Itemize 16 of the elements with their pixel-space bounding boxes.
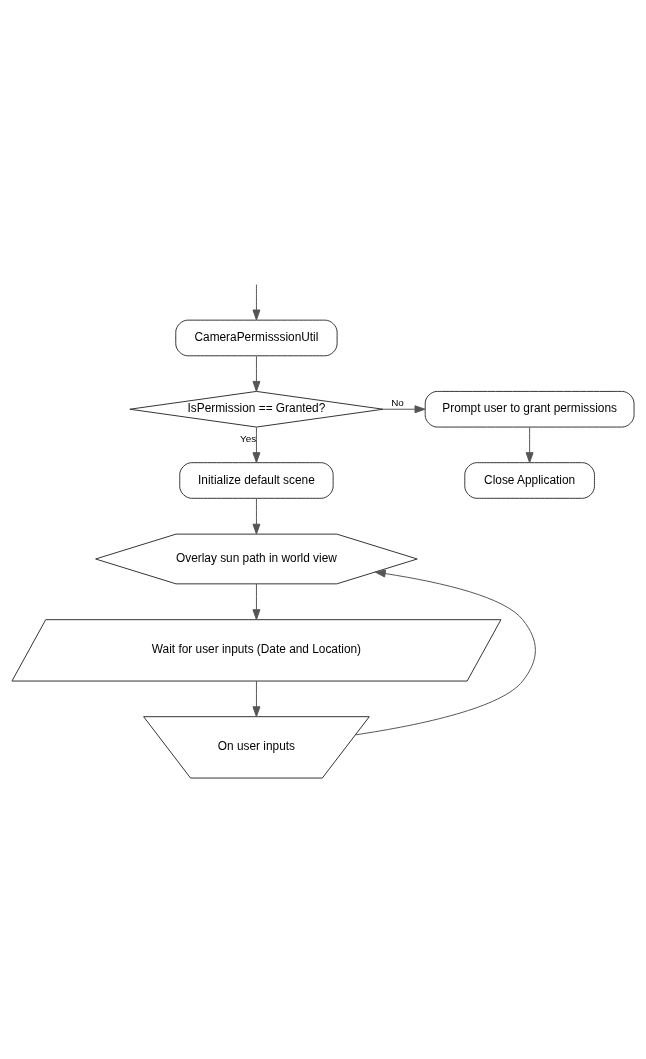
arrow	[525, 426, 534, 464]
arrow	[252, 680, 261, 718]
node-diamond: IsPermission == Granted?	[129, 390, 384, 428]
arrow	[354, 569, 536, 736]
edge-label: No	[391, 397, 404, 409]
arrow	[382, 405, 426, 414]
node-box: Close Application	[464, 462, 595, 499]
node-box: Initialize default scene	[179, 462, 334, 499]
arrow	[252, 426, 261, 464]
node-box: Prompt user to grant permissions	[424, 390, 635, 428]
arrow	[252, 284, 261, 321]
arrow	[252, 355, 261, 392]
edge-label: Yes	[239, 433, 257, 444]
arrow	[252, 497, 261, 535]
node-box: CameraPermisssionUtil	[175, 319, 338, 357]
arrow	[252, 583, 261, 621]
